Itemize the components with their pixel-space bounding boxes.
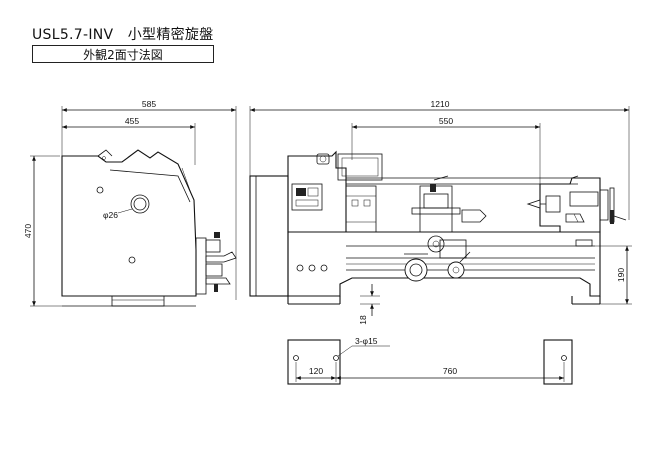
chuck: [345, 185, 377, 233]
dim-label-470: 470: [23, 224, 33, 238]
mount-hole-2: [333, 355, 339, 361]
dim-label-18: 18: [358, 315, 368, 325]
mount-hole-3: [561, 355, 567, 361]
dim-label-phi26: φ26: [103, 210, 118, 220]
dim-label-550: 550: [439, 116, 453, 126]
mount-hole-1: [293, 355, 299, 361]
base-pad-left: [287, 339, 341, 385]
control-panel: [291, 183, 323, 211]
bed: [287, 231, 601, 297]
base-plan-view: 3-φ15 120 760: [287, 336, 573, 385]
drawing-title: USL5.7-INV 小型精密旋盤: [32, 27, 214, 43]
chuck-guard: [337, 153, 383, 181]
side-view: 585 455 470 φ26: [23, 99, 237, 307]
tailstock: [539, 177, 601, 233]
drawing-subtitle: 外観2面寸法図: [32, 45, 214, 63]
dim-label-455: 455: [125, 116, 139, 126]
side-body-outline: [61, 149, 197, 297]
dim-label-190: 190: [616, 268, 626, 282]
dim-label-585: 585: [142, 99, 156, 109]
dim-label-760: 760: [443, 366, 457, 376]
dim-label-holes: 3-φ15: [355, 336, 378, 346]
apron-handwheel: [427, 235, 445, 253]
carriage-handwheel: [404, 258, 428, 282]
tool-post: [423, 193, 449, 209]
dim-label-120: 120: [309, 366, 323, 376]
carriage: [419, 185, 453, 233]
front-view: 1210 550 190 18: [249, 99, 632, 325]
spindle-bore-outer: [130, 194, 150, 214]
dim-label-1210: 1210: [431, 99, 450, 109]
base-pad-right: [543, 339, 573, 385]
